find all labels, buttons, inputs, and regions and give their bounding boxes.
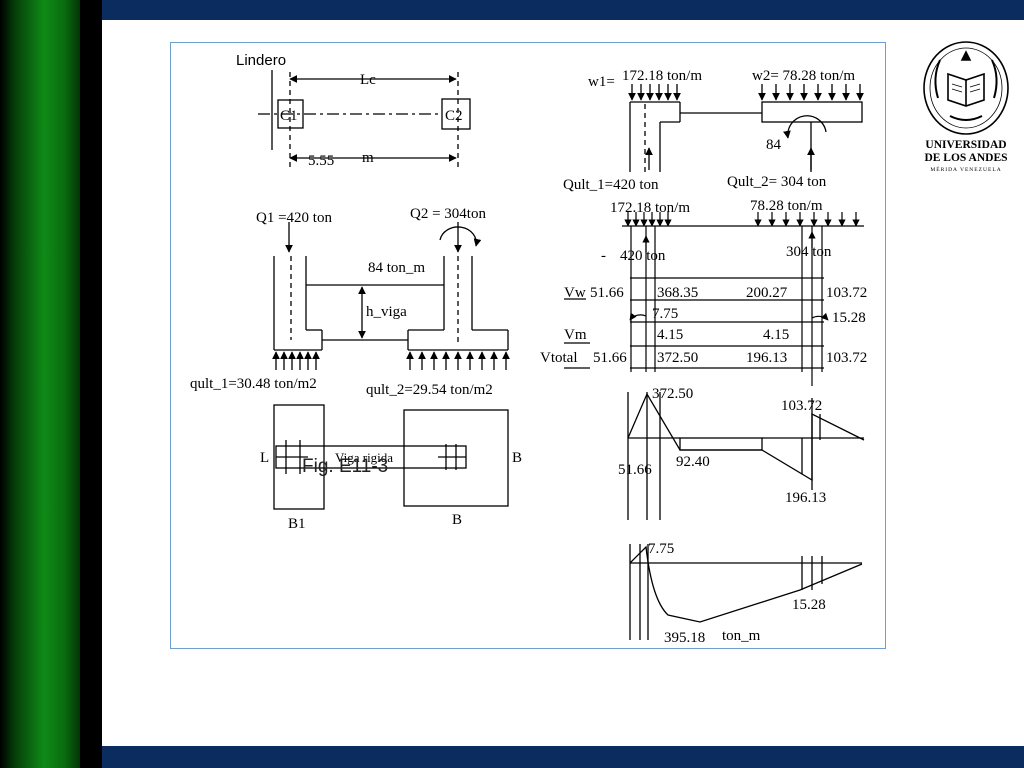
c2-label: C2 — [445, 108, 463, 124]
shear-value-2: 103.72 — [781, 398, 822, 414]
load-model — [628, 84, 864, 172]
shear-value-4: 92.40 — [676, 454, 710, 470]
vw-value-1: 51.66 — [590, 285, 624, 301]
vm-value-1: 4.15 — [657, 327, 683, 343]
vw-value-3: 200.27 — [746, 285, 788, 301]
qult2-load-label: Qult_2= 304 ton — [727, 174, 827, 190]
top-blue-bar — [102, 0, 1024, 20]
lindero-label: Lindero — [236, 52, 286, 69]
vtotal-value-4: 103.72 — [826, 350, 867, 366]
vm-moment-1: 7.75 — [652, 306, 678, 322]
vw-label: Vw — [564, 285, 586, 301]
q2-label: Q2 = 304ton — [410, 206, 486, 222]
vw-value-2: 368.35 — [657, 285, 698, 301]
bottom-blue-bar — [102, 746, 1024, 768]
b-right-label: B — [512, 450, 522, 466]
vtotal-value-3: 196.13 — [746, 350, 787, 366]
vtotal-label: Vtotal — [540, 350, 578, 366]
vm-moment-2: 15.28 — [832, 310, 866, 326]
b-bottom-label: B — [452, 512, 462, 528]
vm-label: Vm — [564, 327, 587, 343]
qult1-label: qult_1=30.48 ton/m2 — [190, 376, 317, 392]
beam-table — [564, 212, 864, 386]
figure-caption: Fig. E11-3 — [302, 456, 388, 477]
vtotal-value-2: 372.50 — [657, 350, 698, 366]
moment-diagram — [629, 544, 863, 640]
logo-line-2: DE LOS ANDES — [924, 152, 1007, 164]
footing-plan — [273, 404, 509, 510]
left-black-stripe — [80, 0, 102, 768]
shear-value-3: 51.66 — [618, 462, 652, 478]
h-viga-label: h_viga — [366, 304, 407, 320]
c1-label: C1 — [280, 108, 298, 124]
b1-label: B1 — [288, 516, 306, 532]
table-dash: - — [601, 248, 606, 264]
university-logo: UNIVERSIDAD DE LOS ANDES MÉRIDA VENEZUEL… — [923, 41, 1009, 173]
shear-value-1: 372.50 — [652, 386, 693, 402]
plan-view — [258, 70, 471, 168]
vm-value-2: 4.15 — [763, 327, 789, 343]
shear-diagram — [627, 392, 865, 520]
table-w1: 172.18 ton/m — [610, 200, 690, 216]
moment-label: 84 ton_m — [368, 260, 425, 276]
w2-label: w2= 78.28 ton/m — [752, 68, 855, 84]
w1-value: 172.18 ton/m — [622, 68, 702, 84]
l-label: L — [260, 450, 269, 466]
lc-label: Lc — [360, 72, 376, 88]
logo-line-3: MÉRIDA VENEZUELA — [930, 165, 1001, 173]
table-w2: 78.28 ton/m — [750, 198, 823, 214]
logo-line-1: UNIVERSIDAD — [925, 139, 1006, 151]
vw-value-4: 103.72 — [826, 285, 867, 301]
moment-value-2: 15.28 — [792, 597, 826, 613]
vtotal-value-1: 51.66 — [593, 350, 627, 366]
qult1-load-label: Qult_1=420 ton — [563, 177, 659, 193]
dimension-unit: m — [362, 150, 374, 166]
moment-84-label: 84 — [766, 137, 782, 153]
crest-icon — [923, 41, 1009, 135]
qult2-label: qult_2=29.54 ton/m2 — [366, 382, 493, 398]
dimension-value: 5.55 — [308, 153, 334, 169]
table-p1: 420 ton — [620, 248, 666, 264]
moment-value-3: 395.18 — [664, 630, 705, 646]
w1-label: w1= — [588, 74, 615, 90]
moment-value-1: 7.75 — [648, 541, 674, 557]
viga-rigida-label: Viga rigida — [335, 450, 393, 465]
shear-value-5: 196.13 — [785, 490, 826, 506]
table-p2: 304 ton — [786, 244, 832, 260]
moment-unit: ton_m — [722, 628, 761, 644]
left-green-band — [0, 0, 80, 768]
footing-section — [272, 222, 510, 370]
q1-label: Q1 =420 ton — [256, 210, 332, 226]
